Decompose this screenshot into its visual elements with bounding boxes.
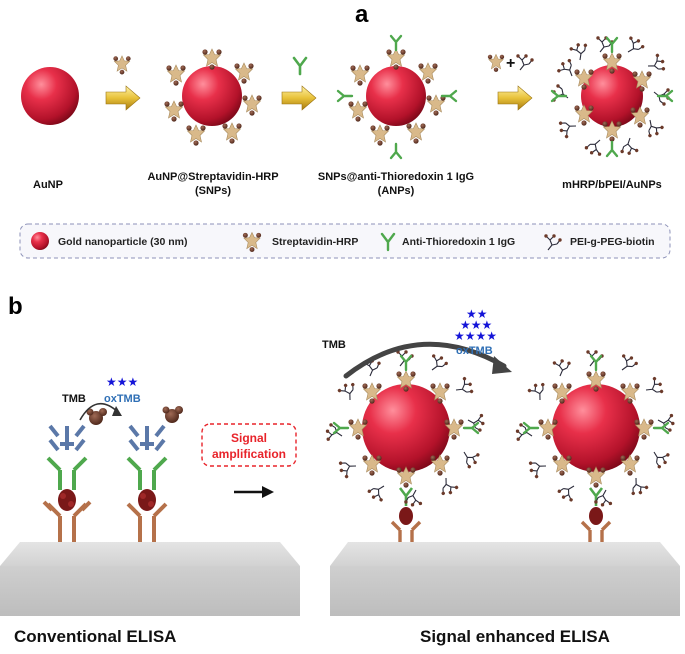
enhanced-capture-1: [390, 487, 422, 542]
label-mhrp: mHRP/bPEI/AuNPs: [562, 179, 662, 191]
enhanced-tmb-label: TMB: [322, 339, 346, 351]
label-snps-line2: (SNPs): [195, 185, 231, 197]
aunp-particle: [21, 67, 79, 125]
conventional-reaction-arrow: [79, 402, 122, 421]
label-anps-line1: SNPs@anti-Thioredoxin 1 IgG: [318, 171, 474, 183]
legend-antibody-label: Anti-Thioredoxin 1 IgG: [402, 236, 515, 248]
conventional-sandwich-2: [126, 406, 183, 542]
legend-pei-label: PEI-g-PEG-biotin: [570, 236, 655, 248]
label-anps-line2: (ANPs): [378, 185, 415, 197]
mhrp-particle: [550, 35, 674, 158]
enhanced-oxtmb-label: oxTMB: [456, 345, 493, 357]
amplification-line2: amplification: [212, 447, 286, 461]
enhanced-particle-1: [324, 349, 487, 509]
enhanced-stars-top: ★★: [466, 307, 488, 321]
plus-sign: +: [506, 55, 515, 72]
anp-particle: [336, 34, 458, 160]
legend-box: Gold nanoparticle (30 nm) Streptavidin-H…: [19, 223, 671, 259]
label-snps-line1: AuNP@Streptavidin-HRP: [147, 171, 278, 183]
legend-gold-label: Gold nanoparticle (30 nm): [58, 236, 188, 248]
conventional-oxtmb-stars: ★★★: [106, 375, 138, 389]
caption-conventional: Conventional ELISA: [14, 627, 176, 646]
enhanced-capture-2: [580, 487, 612, 542]
enhanced-plate: [330, 542, 680, 616]
conventional-sandwich-1: [42, 408, 107, 542]
legend-gold-icon: [31, 232, 49, 250]
label-aunp: AuNP: [33, 179, 63, 191]
amplification-line1: Signal: [231, 431, 267, 445]
transition-arrow: [234, 486, 274, 498]
signal-amplification-box: Signal amplification: [201, 423, 297, 467]
strep-reagent-icon: [112, 55, 132, 75]
step-arrow-2: [281, 85, 317, 111]
caption-enhanced: Signal enhanced ELISA: [420, 627, 610, 646]
enhanced-stars-bottom: ★★★★: [454, 329, 497, 343]
conventional-tmb-label: TMB: [62, 393, 86, 405]
snp-particle: [163, 48, 263, 147]
enhanced-reaction-arrow: [343, 341, 512, 379]
strep-reagent-icon-2: [487, 53, 505, 73]
conventional-plate: [0, 542, 300, 616]
conventional-oxtmb-label: oxTMB: [104, 393, 141, 405]
enhanced-stars-mid: ★★★: [460, 318, 492, 332]
step-arrow-1: [105, 85, 141, 111]
panel-a-letter: a: [355, 1, 369, 28]
panel-b-letter: b: [8, 293, 23, 320]
step-arrow-3: [497, 85, 533, 111]
enhanced-particle-2: [514, 349, 677, 509]
legend-strep-label: Streptavidin-HRP: [272, 236, 358, 248]
legend-antibody-icon: [380, 232, 396, 252]
antibody-reagent-icon: [292, 56, 308, 76]
pei-reagent-icon: [515, 53, 535, 71]
